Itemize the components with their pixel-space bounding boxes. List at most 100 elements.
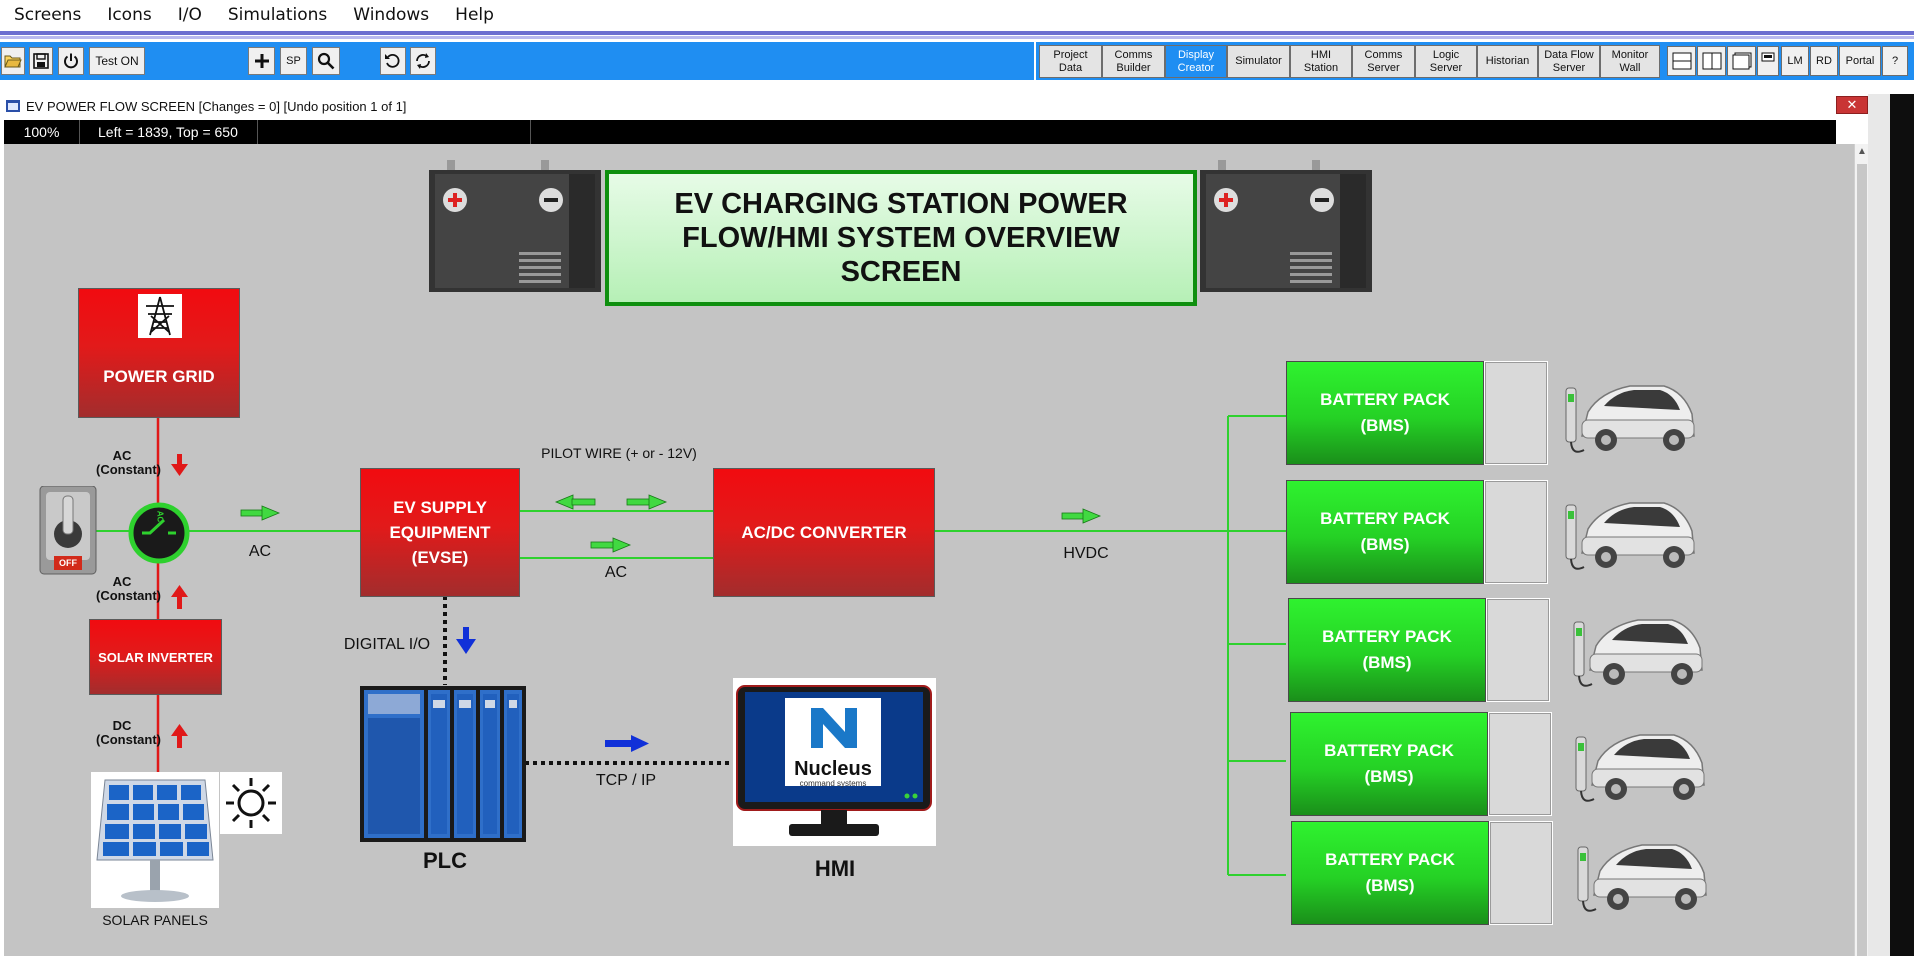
power-icon (64, 53, 78, 69)
module-display-creator[interactable]: Display Creator (1165, 45, 1227, 78)
ac-label-left: AC (248, 543, 272, 560)
battery-pack-4[interactable]: BATTERY PACK (BMS) (1290, 712, 1488, 816)
battery-pack-4-level (1488, 712, 1552, 816)
module-comms-builder[interactable]: Comms Builder (1102, 45, 1165, 78)
layout-small-window-button[interactable] (1757, 46, 1779, 76)
battery-pack-1-level (1484, 361, 1548, 465)
status-separator (530, 120, 531, 144)
monitor-icon (736, 685, 932, 836)
cursor-position: Left = 1839, Top = 650 (80, 120, 258, 144)
breaker-icon[interactable] (128, 502, 190, 564)
sp-button[interactable]: SP (280, 47, 307, 75)
green-arrow-ac-mid (590, 537, 632, 553)
test-toggle-button[interactable]: Test ON (89, 47, 145, 75)
tcp-ip-label: TCP / IP (595, 772, 657, 789)
open-button[interactable] (1, 47, 25, 75)
blue-arrow-down (456, 627, 476, 654)
ac-constant-label-top: AC (Constant) (96, 448, 161, 477)
ac-constant-label-bottom: AC (Constant) (96, 574, 161, 603)
small-window-icon (1761, 52, 1775, 62)
module-project-data[interactable]: Project Data (1039, 45, 1102, 78)
wiring-diagram (94, 415, 1286, 876)
plc-icon[interactable] (360, 686, 526, 842)
status-bar: 100% Left = 1839, Top = 650 (4, 120, 1836, 144)
vertical-split-icon (1702, 52, 1721, 70)
refresh-icon (416, 53, 430, 69)
battery-icon-right (1200, 160, 1372, 292)
ac-label-mid: AC (604, 564, 628, 581)
plc-label: PLC (423, 848, 467, 873)
pilot-wire-label: PILOT WIRE (+ or - 12V) (541, 445, 697, 461)
menu-accent-bar-light (0, 36, 1914, 39)
dc-constant-label: DC (Constant) (96, 718, 161, 747)
module-data-flow-server[interactable]: Data Flow Server (1538, 45, 1600, 78)
menu-icons[interactable]: Icons (107, 5, 152, 25)
module-logic-server[interactable]: Logic Server (1415, 45, 1477, 78)
menu-io[interactable]: I/O (177, 5, 202, 25)
solar-panel-icon (91, 772, 219, 908)
battery-pack-1[interactable]: BATTERY PACK (BMS) (1286, 361, 1484, 465)
toggle-switch-icon[interactable] (38, 486, 98, 578)
sun-icon (220, 772, 282, 834)
desktop-edge (1890, 94, 1914, 956)
red-arrow-down (171, 454, 188, 476)
display-canvas[interactable]: EV CHARGING STATION POWER FLOW/HMI SYSTE… (4, 144, 1854, 956)
scroll-up-icon[interactable]: ▲ (1857, 146, 1867, 157)
layout-single-button[interactable] (1727, 46, 1756, 76)
evse-block[interactable]: EV SUPPLY EQUIPMENT (EVSE) (360, 468, 520, 597)
ev-car-icon-3 (1573, 619, 1703, 687)
module-historian[interactable]: Historian (1477, 45, 1538, 78)
breaker-label: AC (155, 510, 165, 523)
screen-title-panel: EV CHARGING STATION POWER FLOW/HMI SYSTE… (605, 170, 1197, 306)
layout-horizontal-split-button[interactable] (1667, 46, 1696, 76)
portal-button[interactable]: Portal (1839, 46, 1881, 76)
module-monitor-wall[interactable]: Monitor Wall (1600, 45, 1660, 78)
zoom-level: 100% (4, 120, 80, 144)
vertical-scrollbar[interactable]: ▲ (1854, 144, 1868, 956)
menu-screens[interactable]: Screens (14, 5, 82, 25)
window-title-bar: EV POWER FLOW SCREEN [Changes = 0] [Undo… (0, 94, 1878, 118)
menu-simulations[interactable]: Simulations (227, 5, 328, 25)
module-hmi-station[interactable]: HMI Station (1290, 45, 1352, 78)
battery-pack-2-level (1484, 480, 1548, 584)
search-icon (317, 52, 335, 70)
refresh-button[interactable] (410, 47, 436, 75)
add-button[interactable] (248, 47, 275, 75)
horizontal-split-icon (1672, 52, 1691, 70)
hmi-panel[interactable]: Nucleus command systems (733, 678, 936, 846)
red-arrow-up-ac (171, 585, 188, 609)
ev-car-icon-2 (1565, 502, 1695, 570)
module-comms-server[interactable]: Comms Server (1352, 45, 1415, 78)
menu-bar: Screens Icons I/O Simulations Windows He… (0, 0, 1914, 30)
green-arrow-pilot-right (626, 494, 668, 510)
lm-button[interactable]: LM (1781, 46, 1809, 76)
rd-button[interactable]: RD (1810, 46, 1838, 76)
window-edge (1868, 94, 1890, 956)
folder-open-icon (4, 55, 22, 68)
search-button[interactable] (312, 47, 340, 75)
menu-windows[interactable]: Windows (353, 5, 430, 25)
undo-button[interactable] (380, 47, 406, 75)
hvdc-label: HVDC (1063, 545, 1109, 562)
menu-help[interactable]: Help (455, 5, 494, 25)
window-icon (6, 100, 20, 112)
help-button[interactable]: ? (1882, 46, 1908, 76)
battery-pack-3[interactable]: BATTERY PACK (BMS) (1288, 598, 1486, 702)
battery-pack-5[interactable]: BATTERY PACK (BMS) (1291, 821, 1489, 925)
solar-inverter-block[interactable]: SOLAR INVERTER (89, 619, 222, 695)
power-grid-block[interactable]: POWER GRID (78, 288, 240, 418)
digital-io-label: DIGITAL I/O (343, 636, 431, 653)
save-button[interactable] (29, 47, 53, 75)
scrollbar-thumb[interactable] (1857, 164, 1867, 956)
battery-pack-2[interactable]: BATTERY PACK (BMS) (1286, 480, 1484, 584)
close-window-button[interactable]: ✕ (1836, 96, 1868, 114)
ac-dc-converter-block[interactable]: AC/DC CONVERTER (713, 468, 935, 597)
blue-arrow-right (605, 735, 649, 752)
menu-accent-bar (0, 31, 1914, 35)
module-simulator[interactable]: Simulator (1227, 45, 1290, 78)
layout-vertical-split-button[interactable] (1697, 46, 1726, 76)
window-title: EV POWER FLOW SCREEN [Changes = 0] [Undo… (26, 98, 407, 114)
power-button[interactable] (58, 47, 84, 75)
battery-pack-5-level (1489, 821, 1553, 925)
